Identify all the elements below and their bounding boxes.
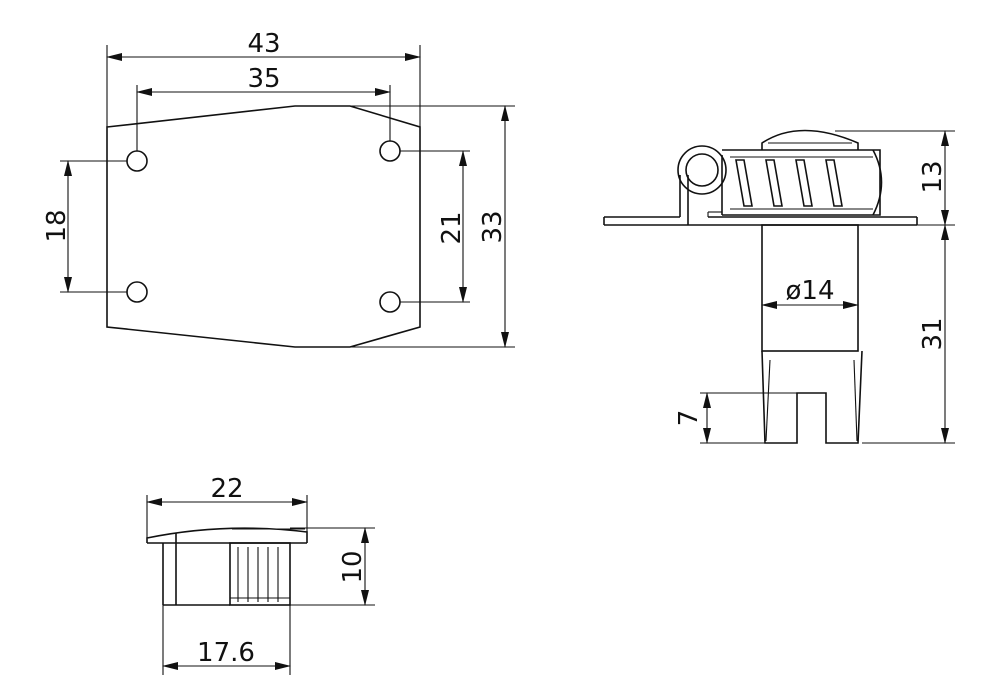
lid-top [146, 527, 308, 543]
bottom-view: 22 10 17.6 [146, 474, 375, 675]
dim-label-d14: ø14 [786, 276, 835, 306]
hinge-loop-inner [685, 153, 719, 187]
hole-bottom-left [126, 281, 148, 303]
cylinder-body [761, 224, 859, 352]
hole-top-right [379, 140, 401, 162]
dim-label-21: 21 [437, 211, 467, 244]
dim-label-22: 22 [210, 474, 243, 504]
side-view: 13 31 7 ø14 [603, 129, 955, 444]
dim-label-13: 13 [918, 160, 948, 193]
cap-dome [761, 129, 859, 150]
dim-label-18: 18 [42, 209, 72, 242]
hole-bottom-right [379, 291, 401, 313]
dim-label-10: 10 [338, 550, 368, 583]
hinge-loop-outer [677, 145, 727, 195]
dim-label-31: 31 [918, 317, 948, 350]
dim-label-17-6: 17.6 [197, 638, 255, 668]
hole-top-left [126, 150, 148, 172]
plate-outline [106, 105, 421, 348]
dim-label-33: 33 [478, 210, 508, 243]
dim-label-7: 7 [674, 410, 704, 427]
dim-label-43: 43 [247, 29, 280, 59]
dim-label-35: 35 [247, 64, 280, 94]
top-view: 43 35 18 21 33 [42, 29, 515, 348]
